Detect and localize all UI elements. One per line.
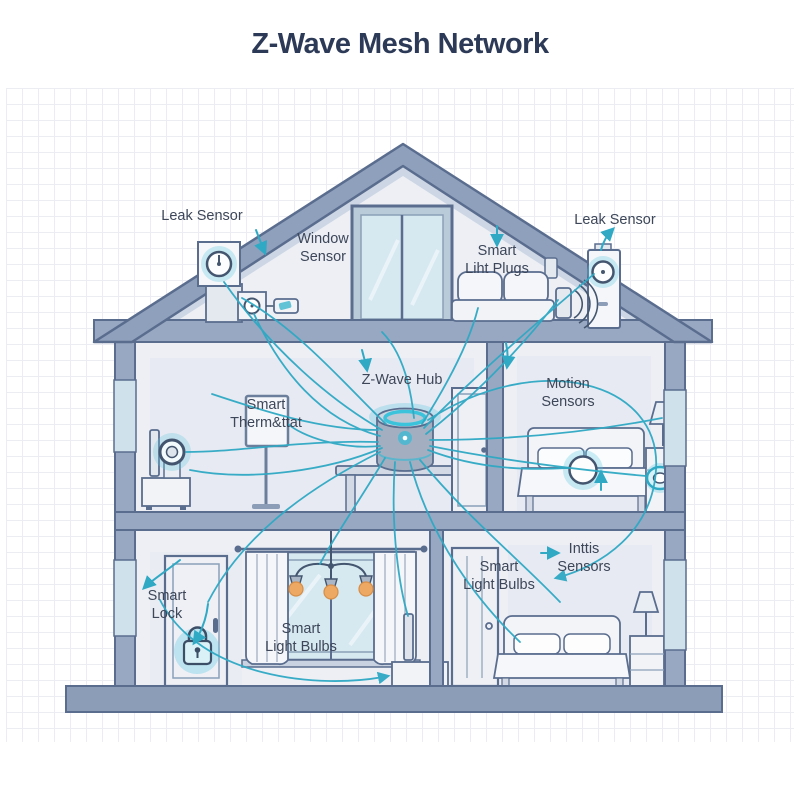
diagram-title: Z-Wave Mesh Network [251,28,549,60]
label-zwave-hub: Z-Wave Hub [361,372,443,388]
label-window-sensor: Window Sensor [297,231,349,265]
leak-sensor-left-device [197,241,243,323]
ground-bedroom [450,546,665,688]
house-structure [65,142,723,713]
left-wall-window-mid [113,379,137,453]
arrow-leak-left [254,229,268,256]
label-smart-lock: Smart Lock [147,588,187,622]
window-sensor-device [237,291,299,321]
mesh-connection-lines [159,273,663,685]
arrow-hub [358,349,373,373]
lamp-shade [632,591,660,613]
door-knob [485,622,493,630]
right-wall-window-mid [663,389,687,467]
label-leak-sensor-left: Leak Sensor [161,208,243,224]
arrow-leak-right [600,227,615,251]
left-wall-window-ground [113,559,137,637]
label-thermostat: Smart Therm&ttat [230,397,302,431]
door-knob [481,447,487,453]
chandelier-smart-bulbs-icon [288,530,374,600]
label-arrows [142,225,615,646]
window-with-chandelier [234,530,428,668]
label-motion-sensors: Motion Sensors [541,376,595,410]
zwave-hub-device [369,403,441,472]
label-smart-plugs: Smart Liht Plugs [465,243,529,277]
smart-plug-icon [555,287,572,319]
entry-door-with-lock [163,554,229,688]
label-light-bulbs-window: Smart Light Bulbs [265,621,337,655]
ground-partition-wall [429,529,444,687]
nightstand [629,635,665,687]
arrow-motion [501,342,516,370]
attic-window [350,204,454,330]
middle-floor-band [114,511,686,531]
label-inttis-sensors: Inttis Sensors [557,541,611,575]
tv-and-camera-cabinet [141,429,191,510]
label-leak-sensor-right: Leak Sensor [574,212,656,228]
label-light-bulbs-door: Smart Light Bulbs [463,559,535,593]
smart-plug-device [544,257,599,329]
roof [92,142,714,344]
hub-light-ring [383,409,427,427]
leak-sensor-right-device [587,243,621,329]
foundation [65,685,723,713]
window-sensor-icon [278,301,292,310]
attic-floor-band [93,319,713,343]
arrow-left-wall [142,559,181,590]
door-handle [213,618,218,633]
attic-bed [451,271,555,322]
right-wall-window-ground [663,559,687,651]
arrow-lock [192,603,209,646]
